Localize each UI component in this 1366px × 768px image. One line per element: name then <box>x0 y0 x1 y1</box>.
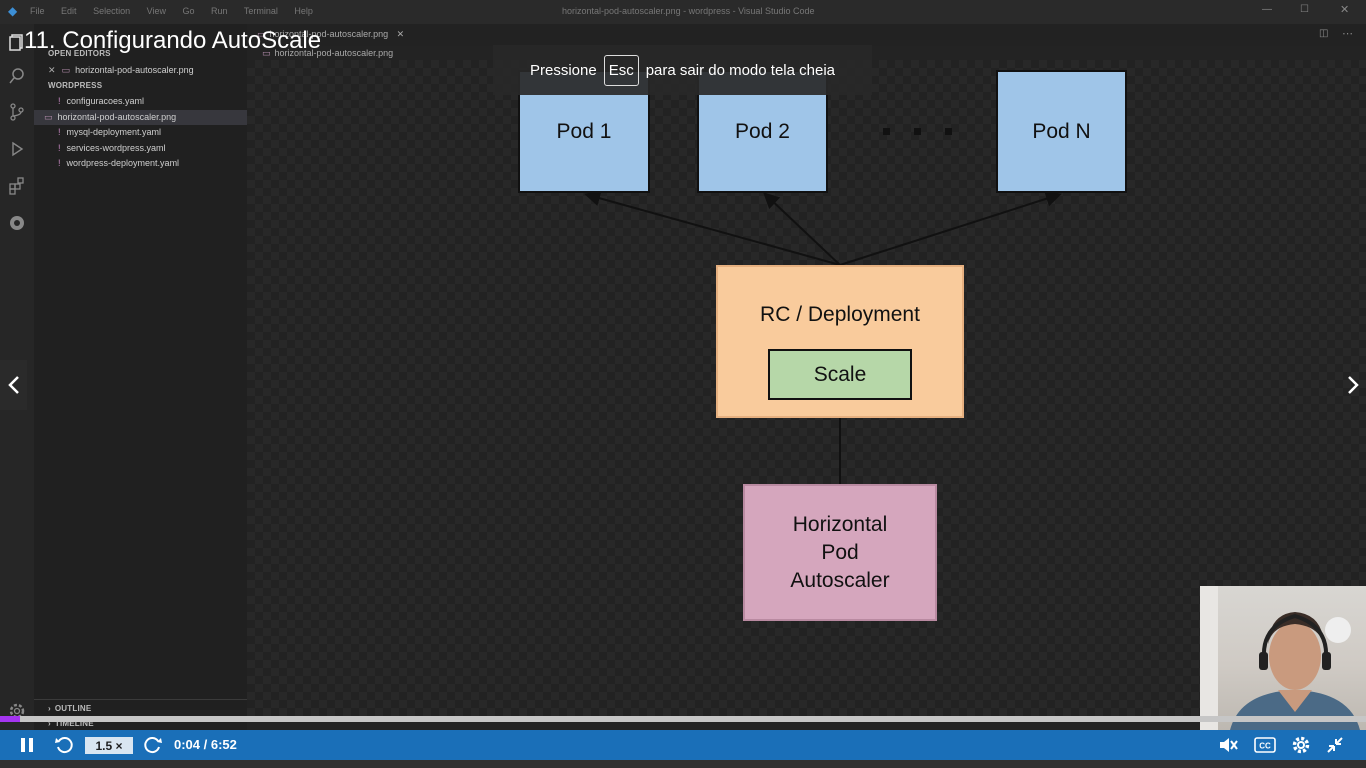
instructor-webcam <box>1200 586 1366 730</box>
chevron-right-icon: › <box>48 704 51 713</box>
more-actions-icon[interactable]: ⋯ <box>1342 28 1353 40</box>
arrow-to-pod-1 <box>584 190 841 266</box>
file-item-selected[interactable]: ▭horizontal-pod-autoscaler.png <box>34 110 247 125</box>
notice-text-after: para sair do modo tela cheia <box>645 61 835 79</box>
menu-item[interactable]: Terminal <box>243 6 278 16</box>
scale-box: Scale <box>768 349 912 400</box>
menu-item[interactable]: View <box>146 6 166 16</box>
svg-text:CC: CC <box>1259 742 1271 751</box>
notice-text-before: Pressione <box>530 61 597 79</box>
close-window-icon[interactable]: ✕ <box>1340 4 1350 16</box>
arrow-to-pod-2 <box>763 192 841 266</box>
open-editor-item[interactable]: ✕▭horizontal-pod-autoscaler.png <box>48 65 194 75</box>
yaml-file-icon: ! <box>58 143 61 153</box>
mute-icon <box>1220 738 1238 752</box>
yaml-file-icon: ! <box>58 96 61 106</box>
ellipsis-dot <box>883 128 890 135</box>
divider <box>34 699 247 700</box>
split-editor-icon[interactable]: ◫ <box>1319 28 1329 39</box>
menu-item[interactable]: Edit <box>61 6 77 16</box>
menu-item[interactable]: Help <box>294 6 313 16</box>
forward-icon <box>144 737 162 754</box>
editor-tab[interactable]: ▭horizontal-pod-autoscaler.png ✕ <box>257 29 405 39</box>
menu-item[interactable]: File <box>30 6 45 16</box>
settings-button[interactable] <box>1290 734 1312 756</box>
files-icon[interactable] <box>7 32 27 52</box>
minimize-icon[interactable]: — <box>1262 4 1272 15</box>
close-tab-icon[interactable]: ✕ <box>396 29 405 39</box>
rc-deployment-label: RC / Deployment <box>760 303 920 326</box>
chevron-right-icon: › <box>48 719 51 728</box>
image-file-icon: ▭ <box>257 29 266 39</box>
vscode-logo-icon: ◆ <box>8 4 18 18</box>
volume-button[interactable] <box>1216 734 1240 756</box>
progress-played <box>0 716 20 722</box>
timeline-header[interactable]: ›TIMELINE <box>48 719 94 728</box>
vscode-titlebar: ◆ File Edit Selection View Go Run Termin… <box>0 0 1366 24</box>
arrow-to-pod-n <box>839 191 1062 266</box>
captions-button[interactable]: CC <box>1254 737 1276 753</box>
hpa-label-line: Horizontal <box>792 512 888 536</box>
captions-icon: CC <box>1254 737 1276 753</box>
image-file-icon: ▭ <box>44 112 53 122</box>
instructor-video <box>1200 586 1360 730</box>
settings-gear-icon[interactable] <box>7 701 27 721</box>
progress-buffered <box>20 716 1366 722</box>
search-icon[interactable] <box>7 66 27 86</box>
source-control-icon[interactable] <box>7 102 27 122</box>
file-item[interactable]: !services-wordpress.yaml <box>58 143 166 153</box>
close-icon[interactable]: ✕ <box>48 65 56 75</box>
yaml-file-icon: ! <box>58 127 61 137</box>
taskbar-strip <box>0 760 1366 768</box>
pod-n-box: Pod N <box>996 70 1127 193</box>
chevron-left-icon <box>7 376 19 394</box>
yaml-file-icon: ! <box>58 158 61 168</box>
playback-speed-button[interactable]: 1.5 × <box>85 737 133 754</box>
hpa-label-line: Pod <box>821 540 859 564</box>
file-item[interactable]: !mysql-deployment.yaml <box>58 127 162 137</box>
menu-item[interactable]: Selection <box>93 6 131 16</box>
maximize-icon[interactable]: ☐ <box>1300 4 1309 15</box>
fullscreen-notice: Pressione Esc para sair do modo tela che… <box>493 45 872 95</box>
explorer-sidebar: OPEN EDITORS ✕ ▭horizontal-pod-autoscaler… <box>34 24 247 730</box>
previous-lecture-button[interactable] <box>0 360 27 410</box>
fullscreen-exit-icon <box>1327 737 1343 753</box>
esc-key: Esc <box>603 54 639 86</box>
ellipsis-dot <box>945 128 952 135</box>
forward-button[interactable] <box>142 734 164 756</box>
menu-item[interactable]: Go <box>182 6 195 16</box>
rewind-button[interactable] <box>53 734 75 756</box>
hpa-label-line: Autoscaler <box>790 568 890 592</box>
time-display: 0:04 / 6:52 <box>174 737 237 752</box>
lecture-title: 11. Configurando AutoScale <box>24 27 322 54</box>
next-lecture-button[interactable] <box>1339 360 1366 410</box>
editor-tabbar: ▭horizontal-pod-autoscaler.png ✕ ◫ ⋯ <box>247 24 1366 46</box>
hpa-box: Horizontal Pod Autoscaler <box>743 484 937 621</box>
image-file-icon: ▭ <box>262 48 271 58</box>
menu-bar: File Edit Selection View Go Run Terminal… <box>30 6 313 16</box>
outline-header[interactable]: ›OUTLINE <box>48 704 92 713</box>
image-file-icon: ▭ <box>61 65 71 75</box>
file-item[interactable]: !wordpress-deployment.yaml <box>58 158 180 168</box>
rewind-icon <box>55 737 73 754</box>
breadcrumb[interactable]: ▭horizontal-pod-autoscaler.png <box>262 48 394 58</box>
extensions-icon[interactable] <box>7 176 27 196</box>
pause-icon <box>21 738 33 752</box>
player-controls <box>0 730 1366 760</box>
exit-fullscreen-button[interactable] <box>1324 734 1346 756</box>
file-item[interactable]: !configuracoes.yaml <box>58 96 145 106</box>
open-editors-header[interactable]: OPEN EDITORS <box>48 49 111 58</box>
chevron-right-icon <box>1347 376 1359 394</box>
kubernetes-icon[interactable] <box>7 213 27 233</box>
menu-item[interactable]: Run <box>211 6 228 16</box>
settings-icon <box>1292 736 1310 754</box>
window-title: horizontal-pod-autoscaler.png - wordpres… <box>562 6 815 16</box>
ellipsis-dot <box>914 128 921 135</box>
run-icon[interactable] <box>7 139 27 159</box>
folder-header[interactable]: WORDPRESS <box>48 81 103 90</box>
pause-button[interactable] <box>16 735 38 755</box>
